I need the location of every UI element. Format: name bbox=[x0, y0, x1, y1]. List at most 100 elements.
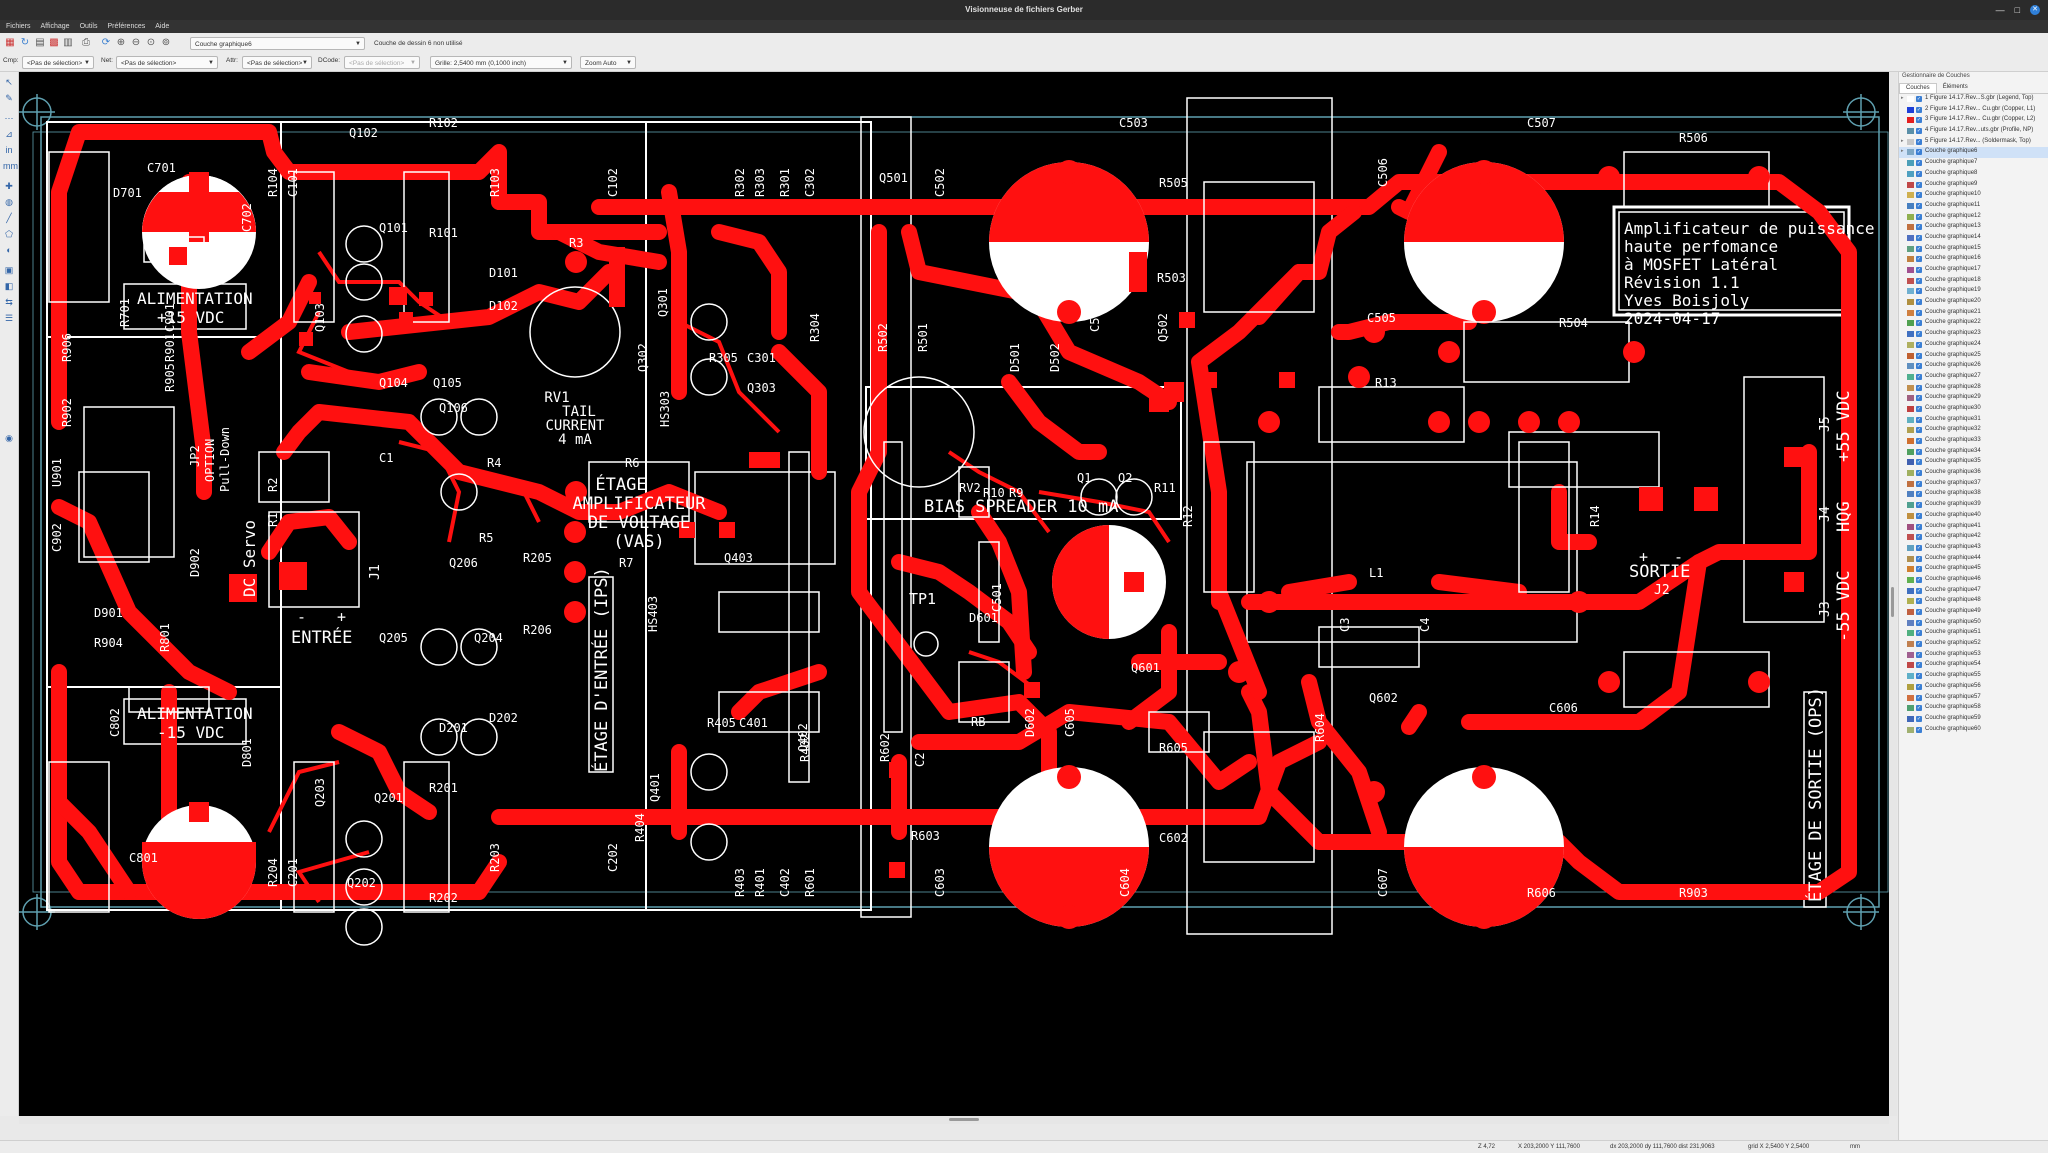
layer-visible-checkbox[interactable]: ✓ bbox=[1916, 630, 1922, 637]
layer-visible-checkbox[interactable]: ✓ bbox=[1916, 641, 1922, 648]
layer-color-swatch[interactable] bbox=[1907, 662, 1914, 669]
layer-visible-checkbox[interactable]: ✓ bbox=[1916, 341, 1922, 348]
layer-color-swatch[interactable] bbox=[1907, 438, 1914, 444]
layer-visible-checkbox[interactable]: ✓ bbox=[1916, 673, 1922, 680]
expand-icon[interactable]: ▸ bbox=[1901, 137, 1904, 144]
dcodes-display-icon[interactable]: ▣ bbox=[4, 265, 14, 275]
layer-color-swatch[interactable] bbox=[1907, 384, 1914, 391]
layer-row[interactable]: ✓Couche graphique15 bbox=[1899, 244, 2048, 255]
open-gerber-icon[interactable]: ▤ bbox=[35, 37, 45, 48]
polar-coords-icon[interactable]: ⊿ bbox=[5, 129, 13, 139]
layer-color-swatch[interactable] bbox=[1907, 609, 1914, 615]
layer-color-swatch[interactable] bbox=[1907, 331, 1914, 338]
polygons-sketch-icon[interactable]: ⬠ bbox=[5, 229, 13, 239]
layer-row[interactable]: ✓Couche graphique9 bbox=[1899, 180, 2048, 191]
expand-icon[interactable]: ▸ bbox=[1901, 95, 1904, 101]
layer-visible-checkbox[interactable]: ✓ bbox=[1916, 352, 1922, 359]
layer-visible-checkbox[interactable]: ✓ bbox=[1916, 245, 1922, 252]
layer-color-swatch[interactable] bbox=[1907, 673, 1914, 680]
layer-row[interactable]: ✓Couche graphique52 bbox=[1899, 639, 2048, 650]
zoom-in-icon[interactable]: ⊕ bbox=[116, 37, 126, 48]
layer-color-swatch[interactable] bbox=[1907, 726, 1914, 733]
layer-color-swatch[interactable] bbox=[1907, 160, 1914, 167]
minimize-icon[interactable]: — bbox=[1995, 5, 2005, 15]
layer-visible-checkbox[interactable]: ✓ bbox=[1916, 544, 1922, 551]
layer-visible-checkbox[interactable]: ✓ bbox=[1916, 170, 1922, 177]
layer-row[interactable]: ✓Couche graphique38 bbox=[1899, 489, 2048, 500]
layer-color-swatch[interactable] bbox=[1907, 309, 1914, 316]
layer-visible-checkbox[interactable]: ✓ bbox=[1916, 715, 1922, 722]
layer-visible-checkbox[interactable]: ✓ bbox=[1916, 683, 1922, 690]
layer-row[interactable]: ✓Couche graphique23 bbox=[1899, 329, 2048, 340]
layer-row[interactable]: ✓Couche graphique34 bbox=[1899, 447, 2048, 458]
layer-color-swatch[interactable] bbox=[1907, 598, 1914, 605]
layer-color-swatch[interactable] bbox=[1907, 694, 1914, 701]
layer-color-swatch[interactable] bbox=[1907, 149, 1914, 156]
layer-visible-checkbox[interactable]: ✓ bbox=[1916, 459, 1922, 466]
layer-row[interactable]: ✓Couche graphique11 bbox=[1899, 201, 2048, 212]
layer-row[interactable]: ▸✓5 Figure 14.17.Rev... (Soldermask, Top… bbox=[1899, 137, 2048, 148]
layer-color-swatch[interactable] bbox=[1907, 523, 1914, 530]
layer-row[interactable]: ✓Couche graphique57 bbox=[1899, 693, 2048, 704]
layer-visible-checkbox[interactable]: ✓ bbox=[1916, 534, 1922, 541]
layer-visible-checkbox[interactable]: ✓ bbox=[1916, 598, 1922, 605]
layer-row[interactable]: ✓Couche graphique12 bbox=[1899, 212, 2048, 223]
layer-color-swatch[interactable] bbox=[1907, 566, 1914, 573]
layer-color-swatch[interactable] bbox=[1907, 245, 1914, 252]
layer-row[interactable]: ✓Couche graphique43 bbox=[1899, 543, 2048, 554]
layer-row[interactable]: ✓Couche graphique10 bbox=[1899, 190, 2048, 201]
layer-visible-checkbox[interactable]: ✓ bbox=[1916, 96, 1922, 102]
layer-row[interactable]: ✓Couche graphique60 bbox=[1899, 725, 2048, 736]
layer-row[interactable]: ✓Couche graphique59 bbox=[1899, 714, 2048, 725]
layer-row[interactable]: ✓Couche graphique36 bbox=[1899, 468, 2048, 479]
layer-row[interactable]: ✓Couche graphique58 bbox=[1899, 703, 2048, 714]
layer-color-swatch[interactable] bbox=[1907, 277, 1914, 284]
layer-color-swatch[interactable] bbox=[1907, 470, 1914, 477]
layer-color-swatch[interactable] bbox=[1907, 459, 1914, 466]
layer-color-swatch[interactable] bbox=[1907, 170, 1914, 177]
select-tool-icon[interactable]: ↖ bbox=[5, 77, 13, 87]
layer-visible-checkbox[interactable]: ✓ bbox=[1916, 555, 1922, 562]
layer-row[interactable]: ✓Couche graphique35 bbox=[1899, 457, 2048, 468]
layer-row[interactable]: ✓Couche graphique14 bbox=[1899, 233, 2048, 244]
layer-color-swatch[interactable] bbox=[1907, 256, 1914, 263]
layer-color-swatch[interactable] bbox=[1907, 96, 1914, 102]
measure-tool-icon[interactable]: ✎ bbox=[5, 93, 13, 103]
layer-row[interactable]: ✓Couche graphique29 bbox=[1899, 393, 2048, 404]
layer-color-swatch[interactable] bbox=[1907, 555, 1914, 562]
layer-visible-checkbox[interactable]: ✓ bbox=[1916, 288, 1922, 295]
net-select[interactable]: <Pas de sélection>▼ bbox=[116, 56, 218, 69]
negative-objects-icon[interactable]: ◐ bbox=[6, 245, 12, 255]
layer-visible-checkbox[interactable]: ✓ bbox=[1916, 363, 1922, 370]
layer-visible-checkbox[interactable]: ✓ bbox=[1916, 619, 1922, 626]
layer-color-swatch[interactable] bbox=[1907, 405, 1914, 412]
layer-row[interactable]: ✓Couche graphique48 bbox=[1899, 596, 2048, 607]
redraw-icon[interactable]: ⟳ bbox=[101, 37, 111, 48]
zoom-fit-icon[interactable]: ⊙ bbox=[146, 37, 156, 48]
layer-color-swatch[interactable] bbox=[1907, 106, 1914, 113]
layer-color-swatch[interactable] bbox=[1907, 427, 1914, 434]
layer-color-swatch[interactable] bbox=[1907, 224, 1914, 231]
menu-outils[interactable]: Outils bbox=[79, 23, 98, 30]
layer-row[interactable]: ✓Couche graphique16 bbox=[1899, 254, 2048, 265]
layer-color-swatch[interactable] bbox=[1907, 202, 1914, 209]
clear-layers-icon[interactable]: ▦ bbox=[5, 37, 15, 48]
layer-color-swatch[interactable] bbox=[1907, 288, 1914, 295]
layer-row[interactable]: ✓Couche graphique37 bbox=[1899, 479, 2048, 490]
layer-visible-checkbox[interactable]: ✓ bbox=[1916, 609, 1922, 615]
expand-icon[interactable]: ▸ bbox=[1901, 148, 1904, 155]
layer-color-swatch[interactable] bbox=[1907, 576, 1914, 583]
tab-elements[interactable]: Éléments bbox=[1942, 84, 1968, 90]
layer-visible-checkbox[interactable]: ✓ bbox=[1916, 480, 1922, 487]
layer-visible-checkbox[interactable]: ✓ bbox=[1916, 523, 1922, 530]
layer-row[interactable]: ✓Couche graphique7 bbox=[1899, 158, 2048, 169]
layer-color-swatch[interactable] bbox=[1907, 117, 1914, 124]
layer-visible-checkbox[interactable]: ✓ bbox=[1916, 491, 1922, 498]
layer-visible-checkbox[interactable]: ✓ bbox=[1916, 373, 1922, 380]
units-inch-icon[interactable]: in bbox=[5, 145, 13, 155]
layer-visible-checkbox[interactable]: ✓ bbox=[1916, 267, 1922, 273]
layer-row[interactable]: ✓Couche graphique21 bbox=[1899, 308, 2048, 319]
layer-color-swatch[interactable] bbox=[1907, 299, 1914, 306]
layer-row[interactable]: ✓Couche graphique13 bbox=[1899, 222, 2048, 233]
layer-row[interactable]: ✓Couche graphique53 bbox=[1899, 650, 2048, 661]
